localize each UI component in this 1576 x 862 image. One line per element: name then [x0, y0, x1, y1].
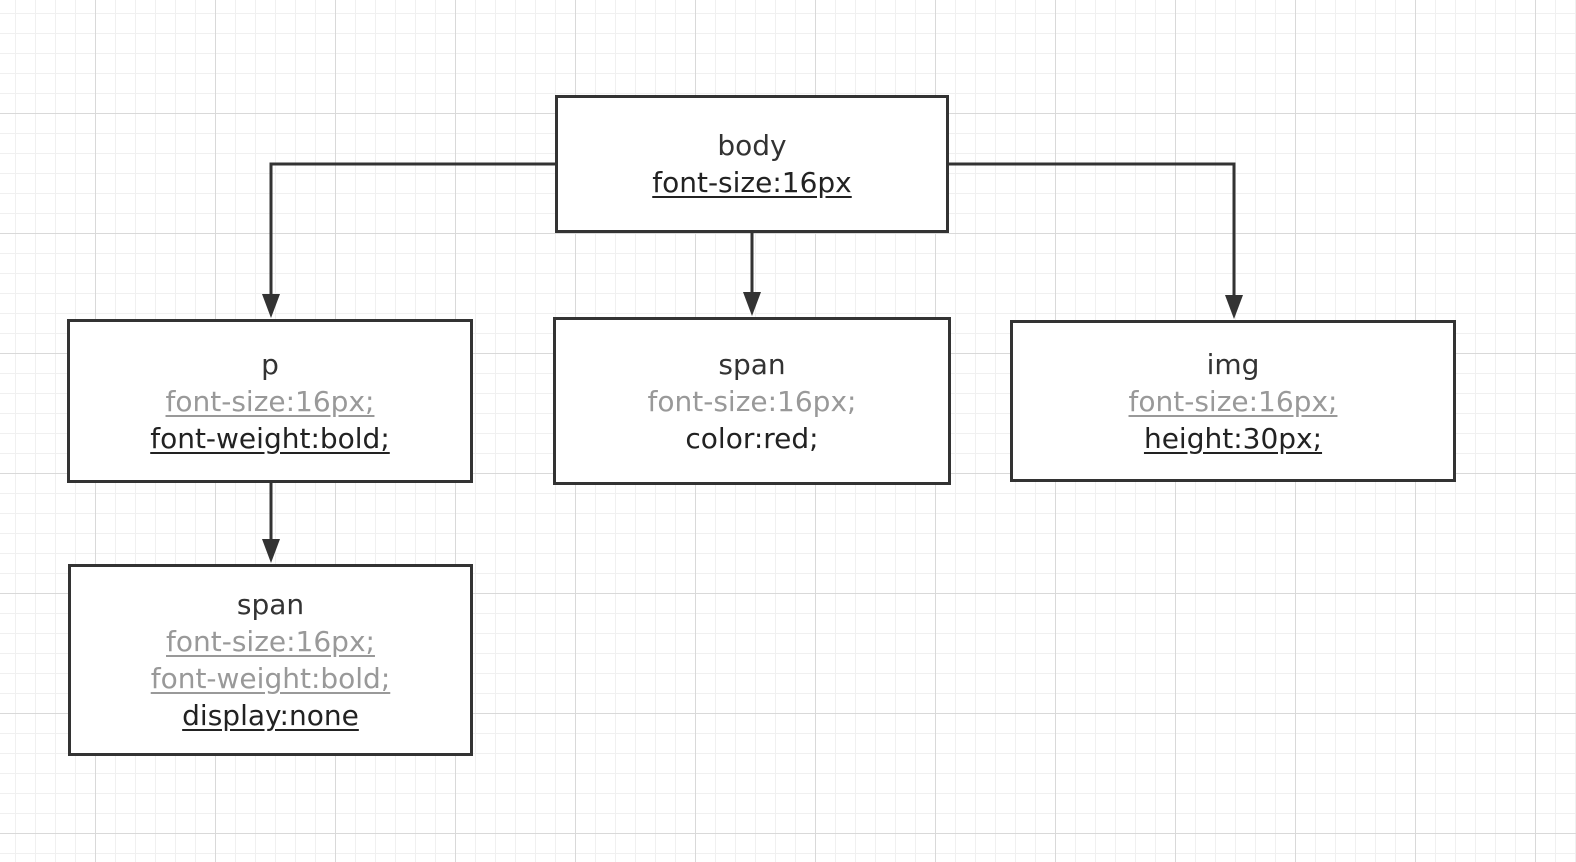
node-p-tag: p [261, 347, 279, 381]
node-span2-display: display:none [182, 699, 359, 732]
node-span-child-of-body: span font-size:16px; color:red; [553, 317, 951, 485]
node-span1-font-size-inherited: font-size:16px; [647, 384, 857, 418]
node-img-height: height:30px; [1143, 421, 1323, 455]
edge-body-to-p [269, 162, 555, 300]
node-p-font-weight: font-weight:bold; [150, 421, 390, 455]
node-span1-tag: span [718, 347, 786, 381]
edge-body-to-span-arrow [743, 292, 761, 316]
edge-p-to-span-arrow [262, 539, 280, 563]
node-span2-font-weight-inherited: font-weight:bold; [150, 662, 391, 695]
node-img-font-size-inherited: font-size:16px; [1128, 384, 1338, 418]
node-body-tag: body [717, 129, 787, 162]
node-body: body font-size:16px [555, 95, 949, 233]
node-img: img font-size:16px; height:30px; [1010, 320, 1456, 482]
node-p: p font-size:16px; font-weight:bold; [67, 319, 473, 483]
node-span-child-of-p: span font-size:16px; font-weight:bold; d… [68, 564, 473, 756]
node-span2-font-size-inherited: font-size:16px; [166, 625, 375, 658]
edge-body-to-p-arrow [262, 294, 280, 318]
node-img-tag: img [1206, 347, 1260, 381]
node-body-font-size: font-size:16px [652, 166, 852, 199]
node-p-font-size-inherited: font-size:16px; [165, 384, 375, 418]
edge-body-to-img [949, 162, 1236, 300]
node-span1-color: color:red; [685, 421, 819, 455]
node-span2-tag: span [236, 588, 305, 621]
edge-body-to-img-arrow [1225, 295, 1243, 319]
